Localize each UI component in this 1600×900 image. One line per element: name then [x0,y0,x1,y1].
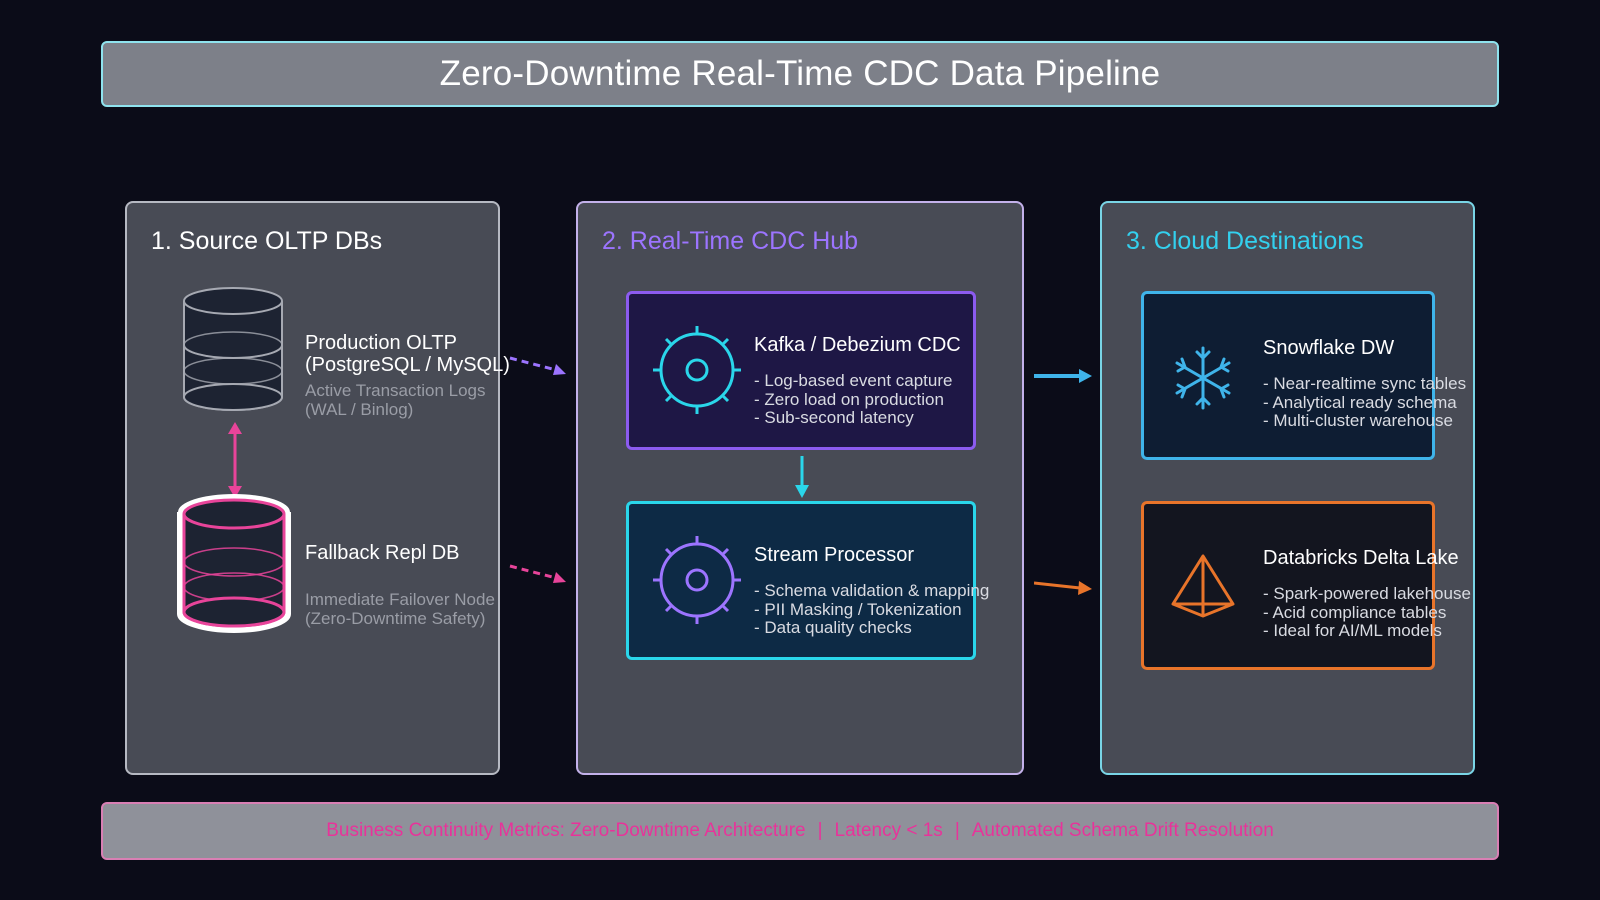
snowflake-card-bullets: - Near-realtime sync tables - Analytical… [1263,374,1467,431]
databricks-card-bullets: - Spark-powered lakehouse - Acid complia… [1263,584,1471,641]
databricks-bullet: - Spark-powered lakehouse [1263,584,1471,603]
production-to-kafka-arrow [509,356,566,375]
fallback-db-name: Fallback Repl DB [305,542,460,564]
kafka-bullet: - Log-based event capture [754,371,953,390]
destinations-column-title: 3. Cloud Destinations [1126,227,1364,255]
footer-metric-schema-drift: Automated Schema Drift Resolution [971,820,1274,841]
stream-to-databricks-arrow [1034,581,1092,595]
stream-processor-card: Stream Processor - Schema validation & m… [626,501,989,660]
databricks-card: Databricks Delta Lake - Spark-powered la… [1141,501,1471,670]
production-db-sub-2: (WAL / Binlog) [305,400,414,419]
kafka-bullet: - Sub-second latency [754,408,914,427]
snowflake-icon [1175,346,1231,410]
gear-icon [653,536,741,624]
gear-icon [653,326,741,414]
production-db-icon [183,287,283,411]
title-banner: Zero-Downtime Real-Time CDC Data Pipelin… [101,41,1499,107]
fallback-to-stream-arrow [509,564,566,583]
kafka-card-title: Kafka / Debezium CDC [754,334,961,356]
snowflake-bullet: - Near-realtime sync tables [1263,374,1467,393]
production-db-sub-1: Active Transaction Logs [305,381,486,400]
fallback-db-sub-1: Immediate Failover Node [305,590,495,609]
kafka-to-snowflake-arrow [1034,369,1092,383]
hub-column-title: 2. Real-Time CDC Hub [602,227,859,255]
production-db-labels: Production OLTP (PostgreSQL / MySQL) Act… [305,332,510,419]
kafka-bullet: - Zero load on production [754,389,944,409]
destinations-column: 3. Cloud Destinations [1100,201,1475,775]
footer-metric-latency: Latency < 1s [834,820,943,841]
stream-bullet: - Schema validation & mapping [754,581,990,600]
fallback-db-icon [177,494,291,633]
fallback-db-sub-2: (Zero-Downtime Safety) [305,609,486,628]
snowflake-bullet: - Multi-cluster warehouse [1263,411,1453,430]
stream-card-title: Stream Processor [754,544,915,566]
page-title: Zero-Downtime Real-Time CDC Data Pipelin… [439,54,1161,93]
footer-separator: | [817,820,823,841]
databricks-card-title: Databricks Delta Lake [1263,547,1459,569]
snowflake-card: Snowflake DW - Near-realtime sync tables… [1141,291,1466,460]
kafka-card-bullets: - Log-based event capture - Zero load on… [754,371,953,428]
production-db-name: Production OLTP [305,332,457,354]
databricks-bullet: - Acid compliance tables [1263,602,1447,622]
snowflake-bullet: - Analytical ready schema [1263,392,1457,412]
production-db-engines: (PostgreSQL / MySQL) [305,354,510,376]
source-column-title: 1. Source OLTP DBs [151,227,383,255]
kafka-to-stream-arrow [795,456,809,498]
snowflake-card-title: Snowflake DW [1263,337,1395,359]
stream-bullet: - Data quality checks [754,618,912,637]
databricks-bullet: - Ideal for AI/ML models [1263,621,1442,640]
replication-arrow [228,422,242,498]
kafka-debezium-card: Kafka / Debezium CDC - Log-based event c… [626,291,976,450]
footer-metric-architecture: Business Continuity Metrics: Zero-Downti… [326,820,806,841]
fallback-db-labels: Fallback Repl DB Immediate Failover Node… [305,542,495,628]
delta-pyramid-icon [1171,554,1235,618]
business-metrics-footer: Business Continuity Metrics: Zero-Downti… [101,802,1499,860]
stream-card-bullets: - Schema validation & mapping - PII Mask… [754,581,990,638]
stream-bullet: - PII Masking / Tokenization [754,599,962,619]
footer-separator: | [954,820,960,841]
